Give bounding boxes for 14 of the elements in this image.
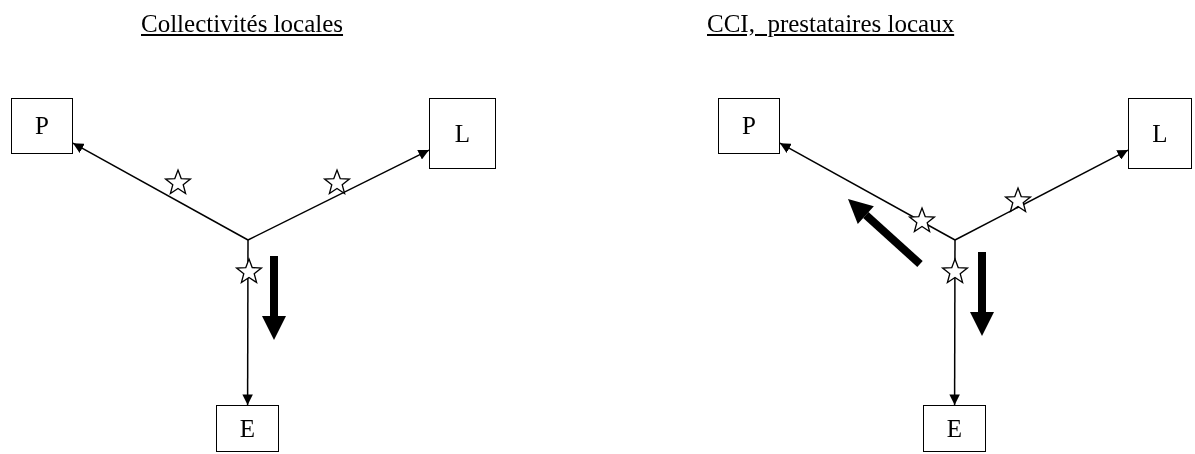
arrow (72, 142, 249, 241)
arrow (954, 149, 1129, 241)
panel-title: Collectivités locales (141, 10, 344, 38)
arrow (949, 239, 960, 406)
letter-box: E (216, 405, 279, 452)
letter-box: P (11, 98, 73, 154)
letter-box: L (1128, 98, 1192, 169)
arrow (247, 149, 430, 241)
letter-box: P (718, 98, 780, 154)
letter-box: E (923, 405, 986, 452)
letter-box: L (429, 98, 496, 169)
arrow (242, 239, 253, 406)
arrow (779, 142, 956, 241)
panel-title: CCI, prestataires locaux (707, 10, 955, 38)
